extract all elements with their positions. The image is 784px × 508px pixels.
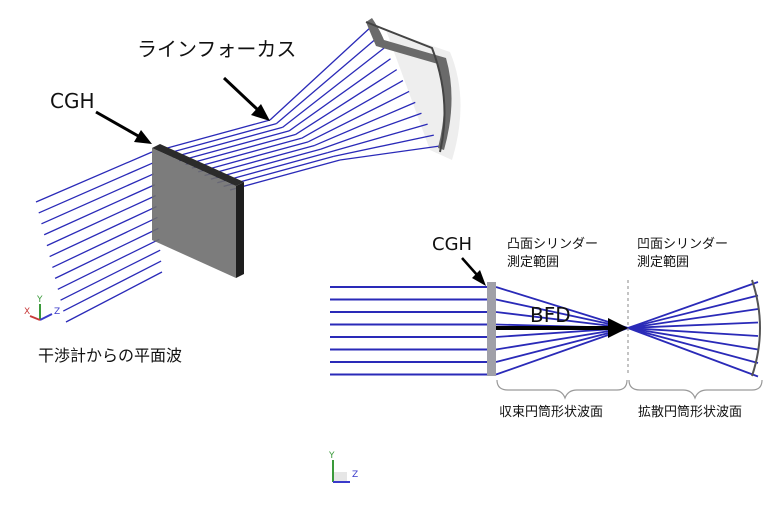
side-ray-converging [495,327,629,351]
triad-x-label: X [24,307,30,317]
side-cgh-plate [487,282,496,376]
concave-cylinder-arc [751,279,761,377]
iso-ray-in [35,151,153,203]
converging-diverging-rays [159,25,441,191]
bfd-label: BFD [530,303,571,327]
iso-ray-in [46,195,156,247]
cgh-leader-line [95,110,141,139]
plane-wave-source-label: 干渉計からの平面波 [38,346,182,365]
incoming-plane-wave-rays [35,151,163,323]
iso-ray-to-mirror [314,101,416,147]
side-triad-y-label: Y [328,451,335,461]
iso-ray-in [41,173,155,225]
side-ray-converging [495,311,629,329]
concave-range-label-line1: 凹面シリンダー [637,237,728,252]
side-view: BFD CGH 凸面シリンダー 測定範囲 凹面シリンダー 測定範囲 収束円筒形状… [328,234,763,483]
side-ray-diverging [627,327,759,337]
side-incoming-rays [330,286,487,376]
iso-ray-to-focus [210,148,322,180]
iso-ray-to-mirror [275,36,379,125]
side-ray-diverging [627,308,759,329]
side-cgh-leader-arrowhead [472,270,486,286]
iso-ray-to-mirror [307,90,410,143]
iso-ray-to-mirror [339,145,441,161]
side-focus-rays [495,281,759,378]
iso-ray-to-focus [198,141,309,173]
iso-ray-to-focus [185,133,296,166]
iso-ray-in [57,238,160,290]
iso-ray-in [38,162,154,214]
side-cgh-label: CGH [432,234,472,255]
diverging-wavefront-label: 拡散円筒形状波面 [638,404,742,420]
converging-brace [496,379,628,400]
iso-axis-triad: X Y Z [24,295,60,321]
side-ray-converging [495,286,629,329]
side-ray-diverging [627,281,759,329]
side-cgh-leader-line [461,257,479,277]
iso-ray-to-mirror [301,79,404,139]
cylinder-mirror-rim [365,21,446,153]
iso-ray-to-focus [159,119,271,151]
iso-view: CGH ラインフォーカス 干渉計からの平面波 X Y Z [24,18,461,365]
side-triad-z-label: Z [352,470,358,480]
iso-ray-to-focus [204,144,315,177]
triad-z-label: Z [54,307,60,317]
iso-ray-in [52,216,158,269]
cgh-plate-edge [152,144,244,186]
side-axis-triad: Y Z [328,451,358,483]
side-ray-diverging [627,294,759,329]
iso-ray-to-focus [229,159,341,191]
bfd-arrowhead [608,318,628,338]
line-focus-label: ラインフォーカス [137,37,296,61]
iso-ray-to-mirror [333,134,434,157]
iso-ray-to-mirror [295,69,398,136]
cgh-leader-arrowhead [134,130,152,144]
converging-wavefront-label: 収束円筒形状波面 [499,404,603,420]
side-ray-diverging [627,327,759,364]
iso-ray-to-mirror [320,112,422,150]
iso-ray-to-focus [217,152,328,184]
iso-ray-to-mirror [282,47,385,128]
iso-ray-to-focus [172,126,283,158]
iso-ray-in [43,184,155,236]
iso-ray-in [49,205,157,258]
iso-ray-to-focus [191,137,302,169]
line-focus-leader-arrowhead [251,104,270,121]
iso-ray-in [62,260,162,312]
diverging-brace [628,379,763,400]
iso-ray-in [65,271,163,323]
iso-ray-to-mirror [288,58,391,132]
iso-ray-to-focus [166,123,277,155]
side-ray-diverging [627,321,759,329]
side-ray-diverging [627,327,759,351]
iso-ray-to-mirror [269,25,373,121]
iso-cgh-label: CGH [50,89,95,113]
cgh-plate-face [152,148,236,278]
line-focus-leader-line [222,76,260,112]
concave-range-label-line2: 測定範囲 [637,255,689,270]
side-ray-converging [495,298,629,329]
cgh-plate-side [236,182,244,278]
iso-ray-to-mirror [327,123,428,154]
side-ray-diverging [627,327,759,378]
side-ray-converging [495,327,629,376]
convex-range-label-line1: 凸面シリンダー [507,237,598,252]
side-ray-converging [495,327,629,363]
iso-ray-to-focus [178,130,290,162]
iso-ray-in [54,227,159,279]
triad-y-label: Y [36,295,43,305]
iso-ray-in [60,249,161,301]
convex-range-label-line2: 測定範囲 [507,255,559,270]
